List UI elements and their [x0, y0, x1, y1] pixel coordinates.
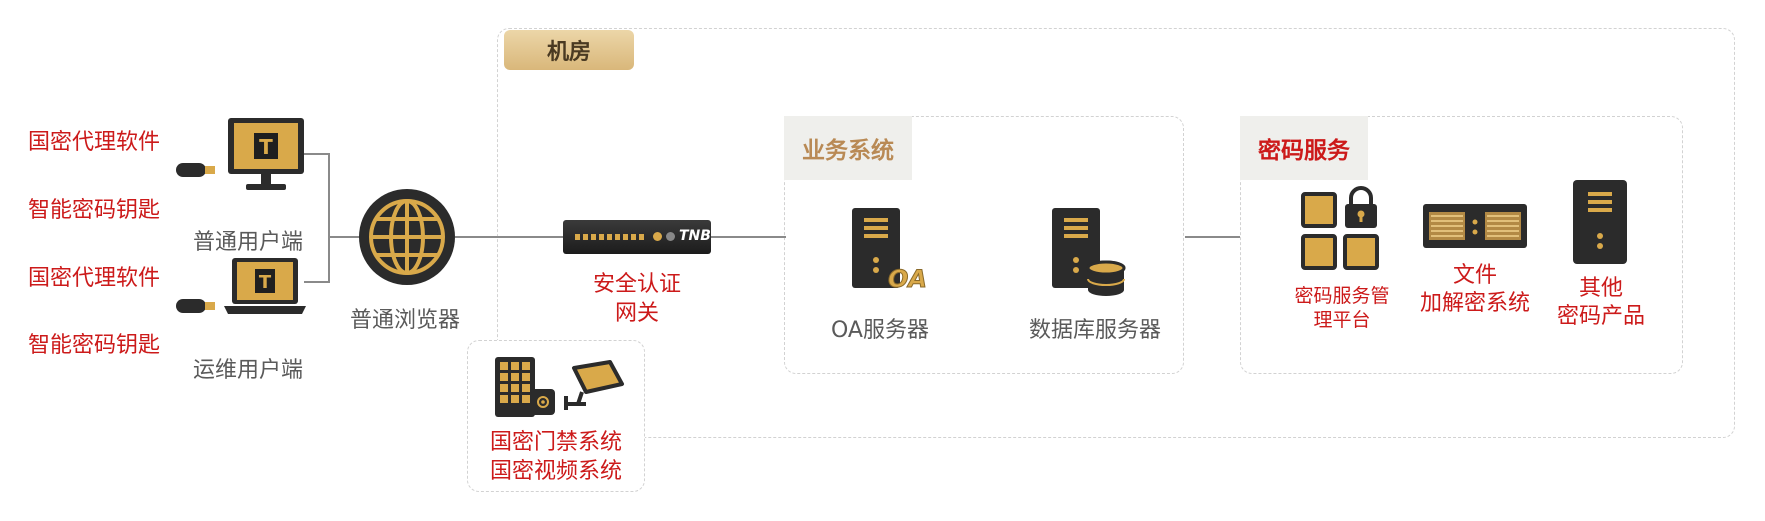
gateway-brand-text: TNB: [679, 228, 711, 244]
globe-icon: [359, 189, 455, 285]
file-encryption-label-line1: 文件: [1452, 263, 1497, 288]
surveillance-camera-icon: [564, 360, 624, 410]
crypto-platform-label-line2: 理平台: [1313, 309, 1371, 331]
laptop-icon: T: [224, 258, 306, 314]
link-normal-client: [304, 153, 330, 155]
video-system-label: 国密视频系统: [489, 459, 622, 484]
browser-label: 普通浏览器: [350, 308, 461, 333]
smart-crypto-key-label-2: 智能密码钥匙: [28, 333, 161, 358]
crypto-platform-icon: [1301, 186, 1379, 270]
other-crypto-products-label-line1: 其他: [1578, 276, 1623, 301]
crypto-service-tag: 密码服务: [1240, 116, 1368, 180]
ops-client-label: 运维用户端: [193, 358, 304, 383]
machine-room-title: 机房: [546, 40, 591, 65]
crypto-service-region: [1240, 116, 1683, 374]
svg-text:T: T: [259, 135, 273, 159]
usb-key-icon: [176, 299, 215, 313]
security-gateway-label-line2: 网关: [614, 301, 659, 326]
business-system-tag: 业务系统: [784, 116, 912, 180]
crypto-platform-label: 密码服务管 理平台: [1278, 284, 1406, 332]
link-gateway-business: [711, 236, 786, 238]
link-browser-gateway: [455, 236, 565, 238]
crypto-platform-label-line1: 密码服务管: [1294, 285, 1390, 307]
smart-crypto-key-label-1: 智能密码钥匙: [28, 198, 161, 223]
gateway-button-icon: [653, 232, 662, 241]
crypto-service-title: 密码服务: [1258, 138, 1350, 164]
gm-proxy-software-label-2: 国密代理软件: [28, 266, 161, 291]
database-server-label: 数据库服务器: [1028, 318, 1161, 343]
access-control-keypad-icon: [495, 357, 555, 417]
file-encryption-label-line2: 加解密系统: [1419, 291, 1530, 316]
security-gateway-label: 安全认证 网关: [563, 270, 711, 328]
file-encryption-label: 文件 加解密系统: [1410, 262, 1540, 318]
gm-proxy-software-label-1: 国密代理软件: [28, 130, 161, 155]
usb-key-icon: [176, 163, 215, 177]
access-video-label: 国密门禁系统 国密视频系统: [467, 428, 645, 486]
file-encryption-device-icon: [1423, 204, 1527, 248]
link-clients-browser: [330, 236, 362, 238]
other-crypto-products-label-line2: 密码产品: [1556, 304, 1645, 329]
access-control-system-label: 国密门禁系统: [489, 430, 622, 455]
gateway-button-icon: [666, 232, 675, 241]
security-gateway-device: TNB: [563, 220, 711, 254]
svg-text:T: T: [259, 272, 272, 293]
database-server-icon: [1052, 208, 1126, 296]
machine-room-region: [497, 28, 1735, 438]
oa-icon-text: OA: [888, 265, 928, 294]
link-business-crypto: [1185, 236, 1240, 238]
other-crypto-server-icon: [1573, 180, 1627, 264]
link-ops-client: [304, 281, 330, 283]
machine-room-tag: 机房: [504, 30, 634, 70]
gateway-indicator-leds: [575, 234, 647, 240]
other-crypto-products-label: 其他 密码产品: [1545, 275, 1657, 331]
oa-server-label: OA服务器: [831, 318, 929, 343]
business-system-title: 业务系统: [802, 138, 894, 164]
business-system-region: [784, 116, 1184, 374]
desktop-monitor-icon: T: [228, 118, 304, 190]
link-vertical-clients: [328, 153, 330, 283]
security-gateway-label-line1: 安全认证: [592, 272, 681, 297]
normal-client-label: 普通用户端: [193, 230, 304, 255]
oa-server-icon: [852, 208, 900, 288]
